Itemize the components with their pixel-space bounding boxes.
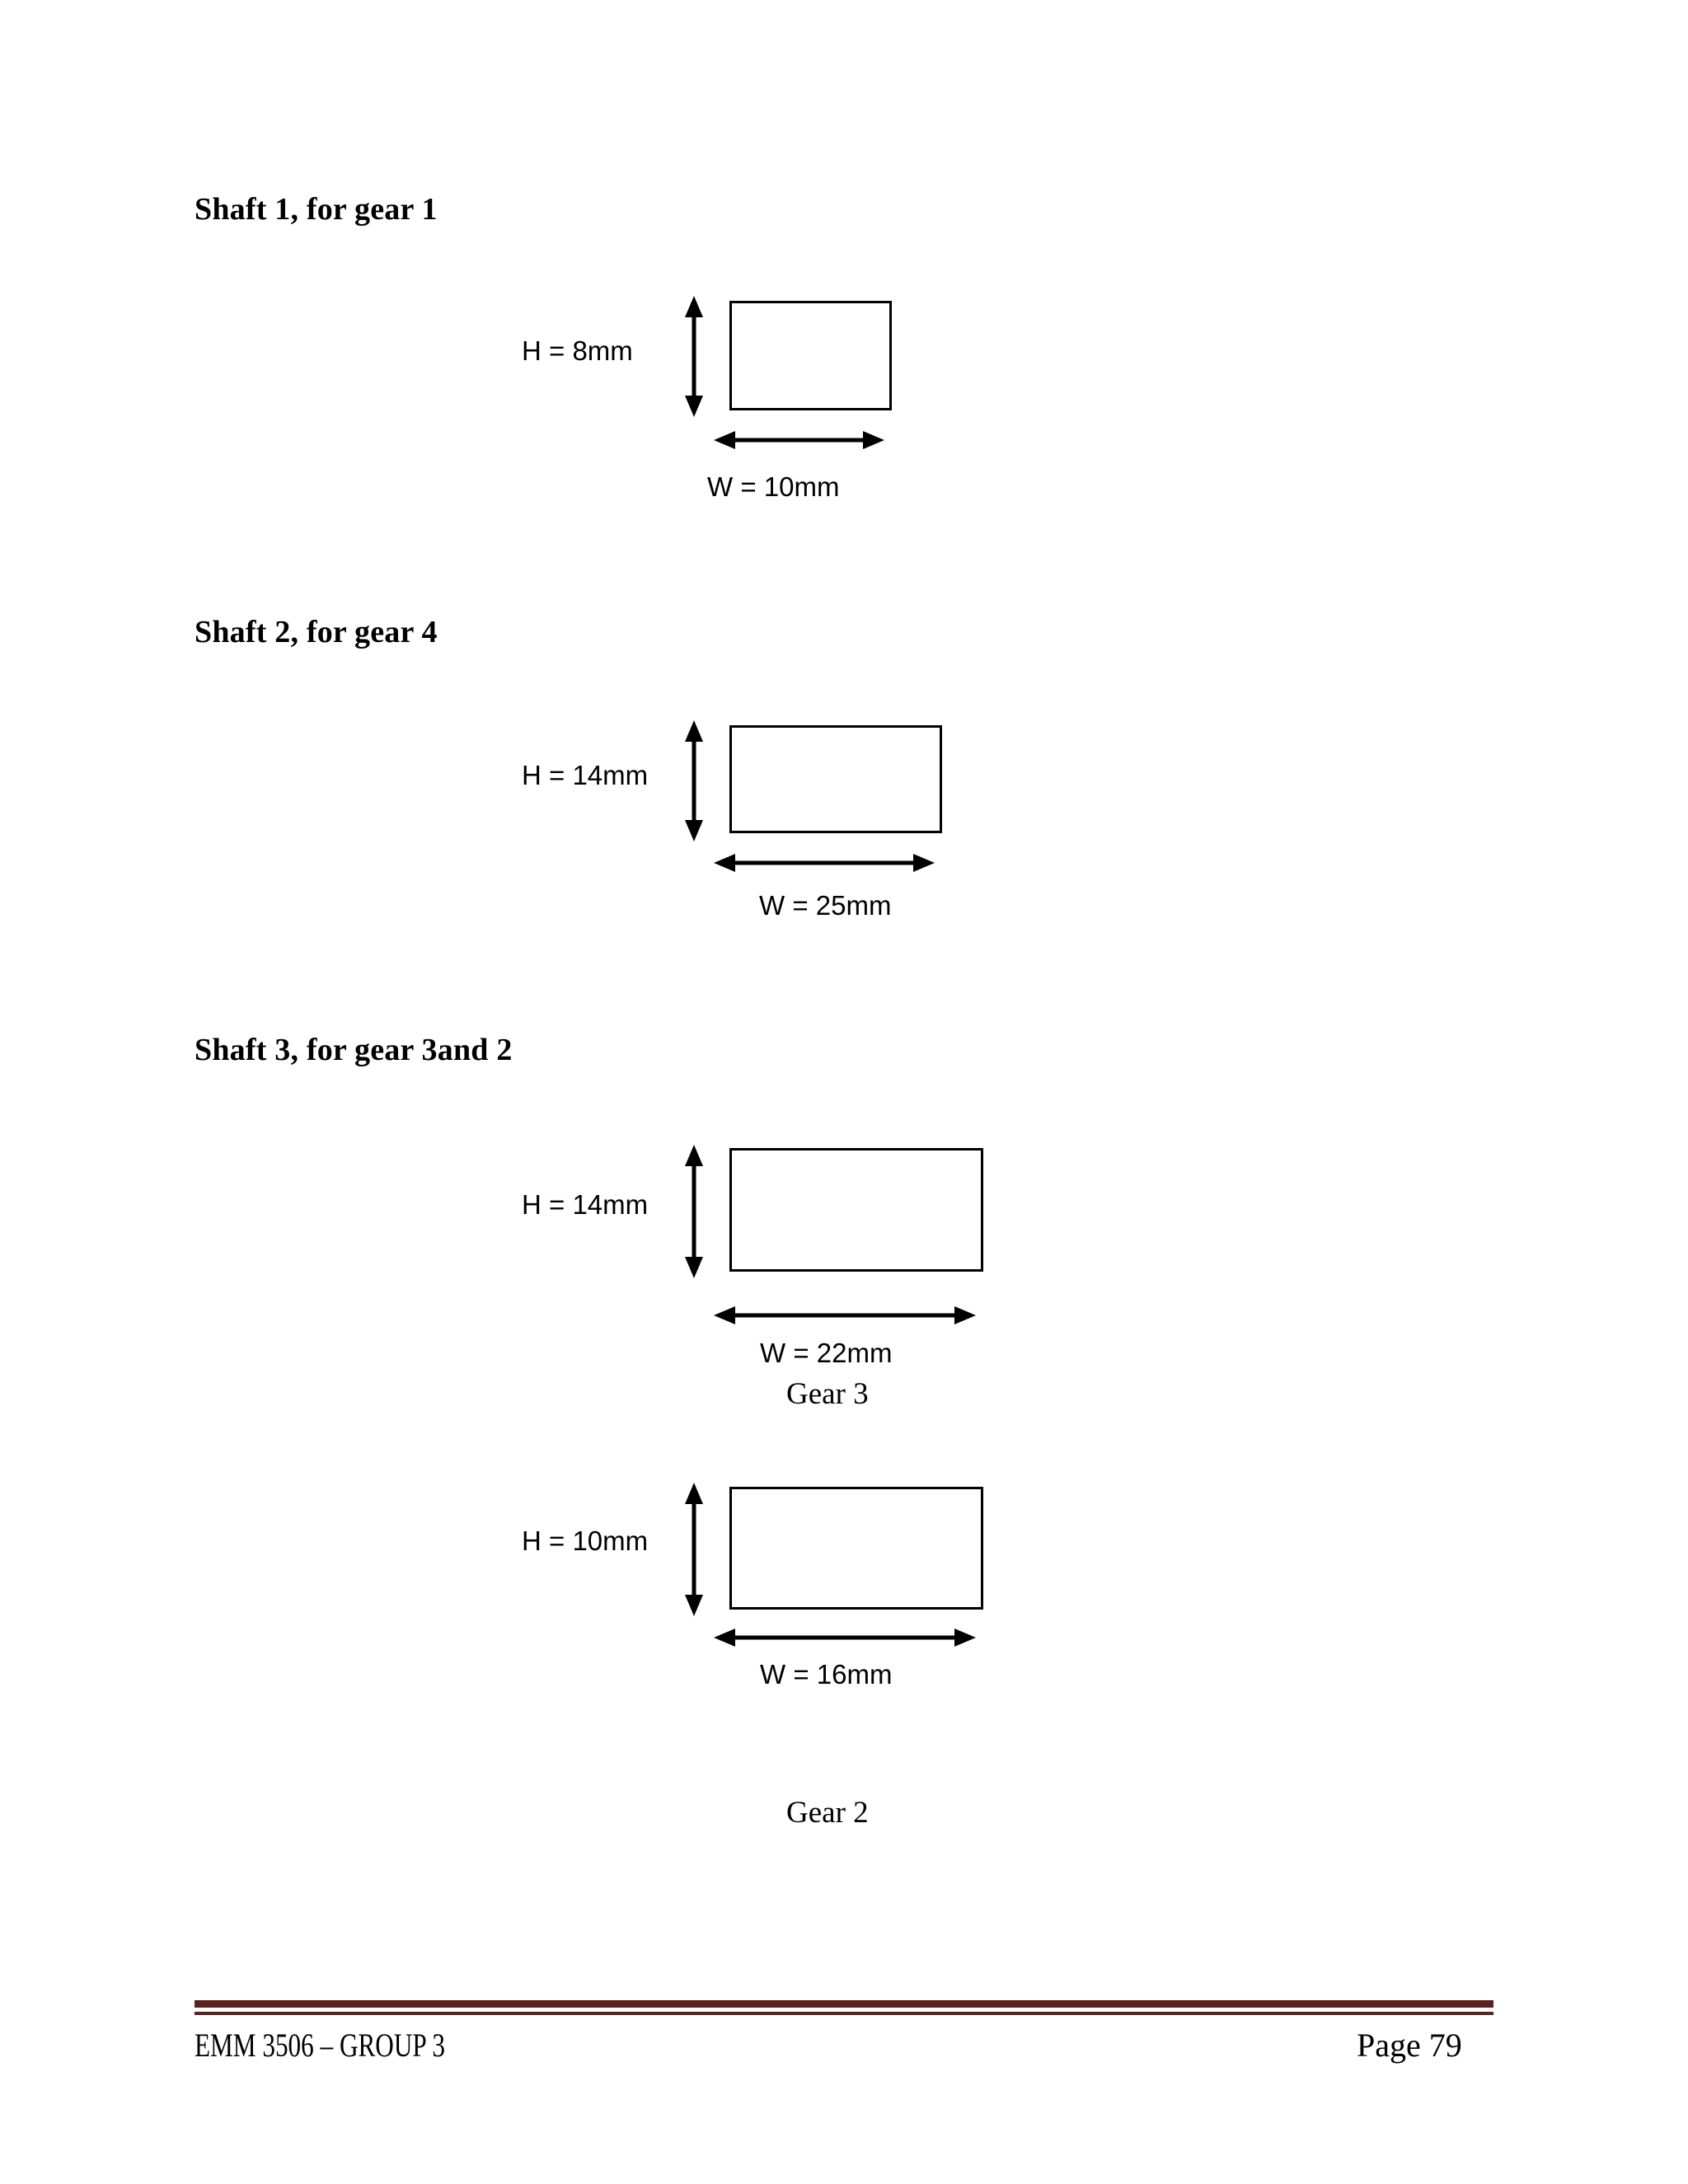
width-arrow-3: [714, 1306, 976, 1324]
footer-rule-gap: [195, 2008, 1493, 2012]
height-label-4: H = 10mm: [522, 1526, 649, 1556]
shaft-rectangle-1: [729, 301, 892, 410]
height-arrow-1: [685, 296, 703, 417]
footer-rule-thick: [195, 2000, 1493, 2008]
width-arrow-4: [714, 1629, 976, 1647]
height-label-1: H = 8mm: [522, 335, 633, 366]
height-arrow-4: [685, 1483, 703, 1616]
shaft-rectangle-2: [729, 725, 942, 833]
width-label-4: W = 16mm: [760, 1659, 893, 1690]
footer-rule-thin: [195, 2012, 1493, 2015]
height-label-2: H = 14mm: [522, 760, 649, 790]
width-arrow-1: [714, 431, 884, 449]
section-heading-shaft-3: Shaft 3, for gear 3and 2: [195, 1033, 513, 1067]
footer-course-label: EMM 3506 – GROUP 3: [195, 2027, 445, 2064]
section-heading-shaft-1: Shaft 1, for gear 1: [195, 192, 438, 227]
height-arrow-2: [685, 720, 703, 841]
shaft-rectangle-3: [729, 1148, 983, 1272]
height-arrow-3: [685, 1145, 703, 1278]
width-label-2: W = 25mm: [759, 890, 892, 921]
height-label-3: H = 14mm: [522, 1189, 649, 1220]
width-arrow-2: [714, 854, 935, 872]
width-label-3: W = 22mm: [760, 1338, 893, 1368]
gear-caption-3: Gear 3: [786, 1377, 869, 1411]
section-heading-shaft-2: Shaft 2, for gear 4: [195, 615, 438, 649]
footer-page-number: Page 79: [1357, 2027, 1462, 2064]
shaft-rectangle-4: [729, 1487, 983, 1610]
width-label-1: W = 10mm: [707, 471, 840, 502]
footer-divider: [195, 2000, 1493, 2015]
gear-caption-2: Gear 2: [786, 1796, 869, 1830]
